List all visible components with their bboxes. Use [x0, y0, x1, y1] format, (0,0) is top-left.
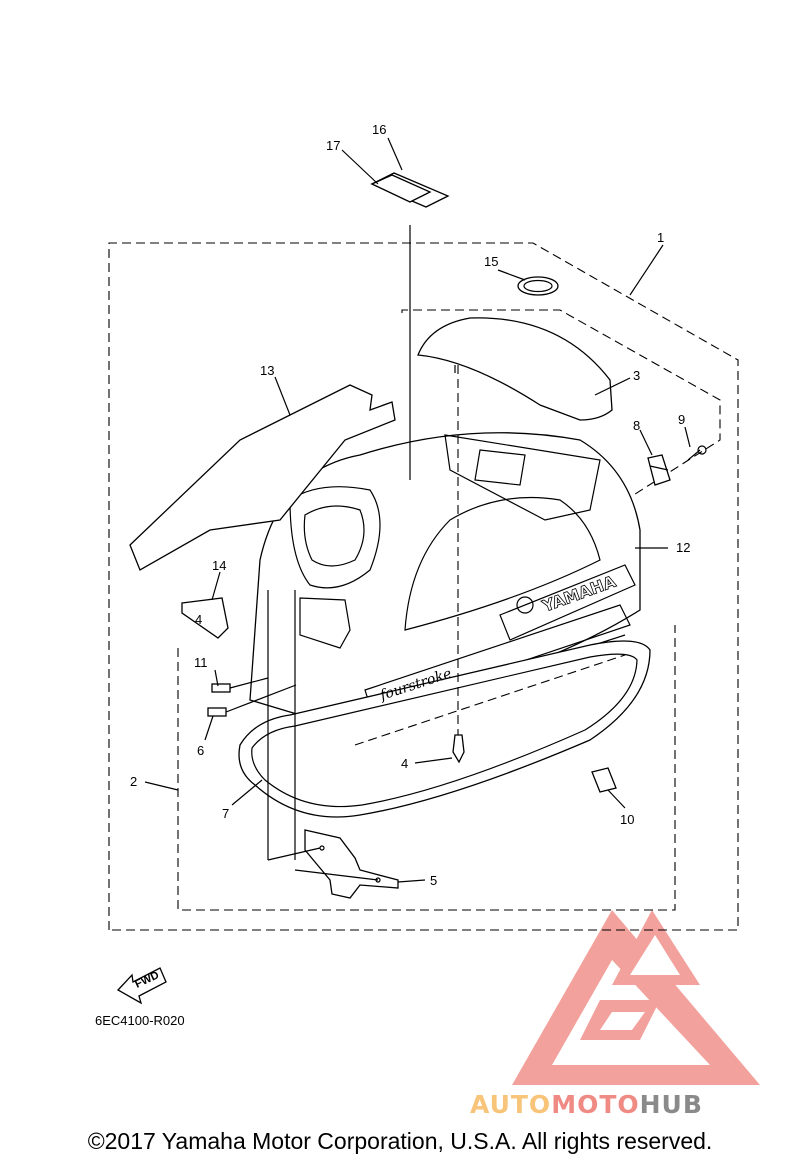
- part-10-clip: [591, 767, 617, 793]
- part-4-screw: [452, 734, 465, 764]
- callout-12: 12: [676, 540, 690, 555]
- brand-part-moto: MOTO: [551, 1090, 639, 1119]
- assembly-boundary-1: [108, 242, 739, 931]
- part-16-17-labels: [370, 172, 450, 208]
- diagram-code: 6EC4100-R020: [95, 1013, 185, 1028]
- callout-4: 4: [401, 756, 408, 771]
- brand-part-hub: HUB: [640, 1090, 703, 1119]
- callout-15: 15: [484, 254, 498, 269]
- part-7-seal: [238, 640, 651, 818]
- part-8-latch: [647, 454, 671, 486]
- callout-6: 6: [197, 743, 204, 758]
- callout-1: 1: [657, 230, 664, 245]
- part-14-decal: 4: [181, 597, 229, 639]
- callout-16: 16: [372, 122, 386, 137]
- callout-11: 11: [194, 655, 208, 670]
- assembly-boundary-3: [401, 309, 721, 511]
- leader-lines: [144, 137, 691, 883]
- callout-3: 3: [633, 368, 640, 383]
- callout-7: 7: [222, 806, 229, 821]
- brand-part-auto: AUTO: [470, 1090, 551, 1119]
- part-9-screw: [687, 445, 707, 461]
- callout-14: 14: [212, 558, 226, 573]
- reference-lines: [267, 225, 626, 881]
- part-5-bracket: [304, 829, 399, 899]
- callout-13: 13: [260, 363, 274, 378]
- decal-number: 4: [195, 612, 202, 627]
- automotohub-logo-icon: [512, 910, 760, 1085]
- callout-9: 9: [678, 412, 685, 427]
- callout-labels: 1 2 3 4 5 6 7 8 9 10 11 12 13 14 15 16 1…: [130, 122, 690, 888]
- part-11-bolt: [211, 677, 269, 693]
- callout-5: 5: [430, 873, 437, 888]
- watermark-brand: AUTOMOTOHUB: [470, 1090, 703, 1119]
- fwd-arrow-icon: FWD: [116, 967, 167, 1005]
- callout-17: 17: [326, 138, 340, 153]
- part-15-emblem: [517, 276, 559, 296]
- callout-10: 10: [620, 812, 634, 827]
- copyright-footer: ©2017 Yamaha Motor Corporation, U.S.A. A…: [87, 1128, 713, 1154]
- part-6-bolt: [207, 684, 297, 717]
- callout-8: 8: [633, 418, 640, 433]
- assembly-boundary-2: [177, 625, 676, 911]
- part-3-cover: [417, 317, 613, 421]
- callout-2: 2: [130, 774, 137, 789]
- part-13-sheet: [129, 384, 396, 571]
